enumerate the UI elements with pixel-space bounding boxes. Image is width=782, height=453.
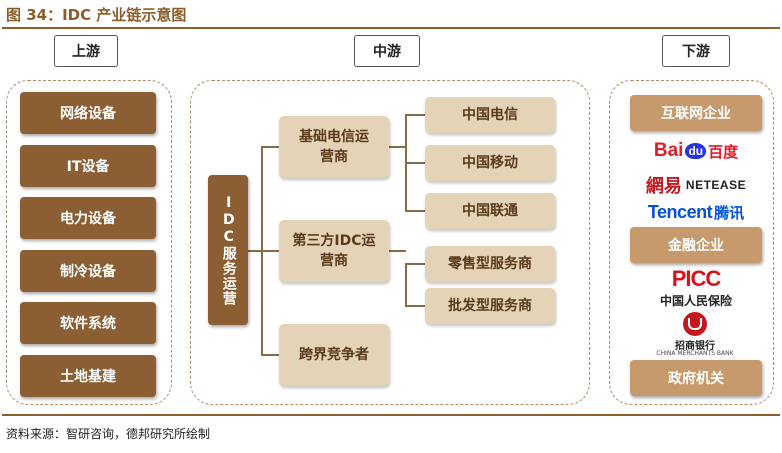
header-midstream: 中游: [354, 35, 420, 67]
midstream-panel: [190, 80, 590, 405]
child-wholesale-provider: 批发型服务商: [425, 288, 555, 324]
bottom-rule: [2, 414, 780, 416]
connector: [405, 263, 407, 307]
internet-companies-label: 互联网企业: [630, 95, 762, 131]
child-china-telecom: 中国电信: [425, 97, 555, 133]
connector: [261, 354, 279, 356]
figure-title: 图 34：IDC 产业链示意图: [6, 6, 187, 24]
netease-logo: 網易 NETEASE: [645, 176, 747, 197]
connector: [388, 250, 406, 252]
header-downstream: 下游: [662, 35, 730, 67]
connector: [261, 250, 279, 252]
baidu-paw-icon: du: [685, 143, 707, 159]
tencent-logo: Tencent 腾讯: [647, 201, 745, 222]
header-upstream: 上游: [54, 35, 118, 67]
picc-name: 中国人民保险: [659, 293, 732, 308]
child-china-mobile: 中国移动: [425, 145, 555, 181]
idc-core-label: IDC服务运营: [220, 194, 237, 306]
group-label: 跨界竞争者: [299, 346, 369, 363]
source-note: 资料来源：智研咨询，德邦研究所绘制: [6, 427, 211, 441]
cmb-name: 招商银行: [675, 340, 715, 352]
connector: [405, 162, 425, 164]
upstream-item: 制冷设备: [20, 250, 156, 292]
connector: [405, 210, 425, 212]
connector: [261, 146, 279, 148]
cmb-emblem-icon: [683, 312, 707, 336]
upstream-item: 电力设备: [20, 197, 156, 239]
connector: [388, 146, 406, 148]
connector: [247, 250, 262, 252]
connector: [405, 263, 425, 265]
child-china-unicom: 中国联通: [425, 193, 555, 229]
upstream-item: 土地基建: [20, 355, 156, 397]
child-retail-provider: 零售型服务商: [425, 246, 555, 282]
connector: [405, 305, 425, 307]
group-basic-telecom: 基础电信运营商: [279, 116, 389, 178]
picc-logo: PICC: [671, 266, 722, 291]
group-third-party-idc: 第三方IDC运营商: [279, 220, 389, 282]
upstream-item: IT设备: [20, 145, 156, 187]
upstream-panel: [6, 80, 172, 405]
downstream-panel: [609, 80, 774, 405]
idc-core-box: IDC服务运营: [208, 175, 248, 325]
group-label: 基础电信运营商: [299, 128, 369, 165]
group-cross-border: 跨界竞争者: [279, 324, 389, 386]
connector: [405, 114, 425, 116]
group-label: 第三方IDC运营商: [292, 232, 376, 269]
upstream-item: 软件系统: [20, 302, 156, 344]
government-label: 政府机关: [630, 360, 762, 396]
cmb-name-en: CHINA MERCHANTS BANK: [656, 349, 734, 357]
top-rule: [2, 27, 780, 29]
baidu-logo: Bai du 百度: [653, 140, 739, 161]
upstream-item: 网络设备: [20, 92, 156, 134]
cmb-emblem-mark: [688, 318, 702, 330]
finance-companies-label: 金融企业: [630, 227, 762, 263]
